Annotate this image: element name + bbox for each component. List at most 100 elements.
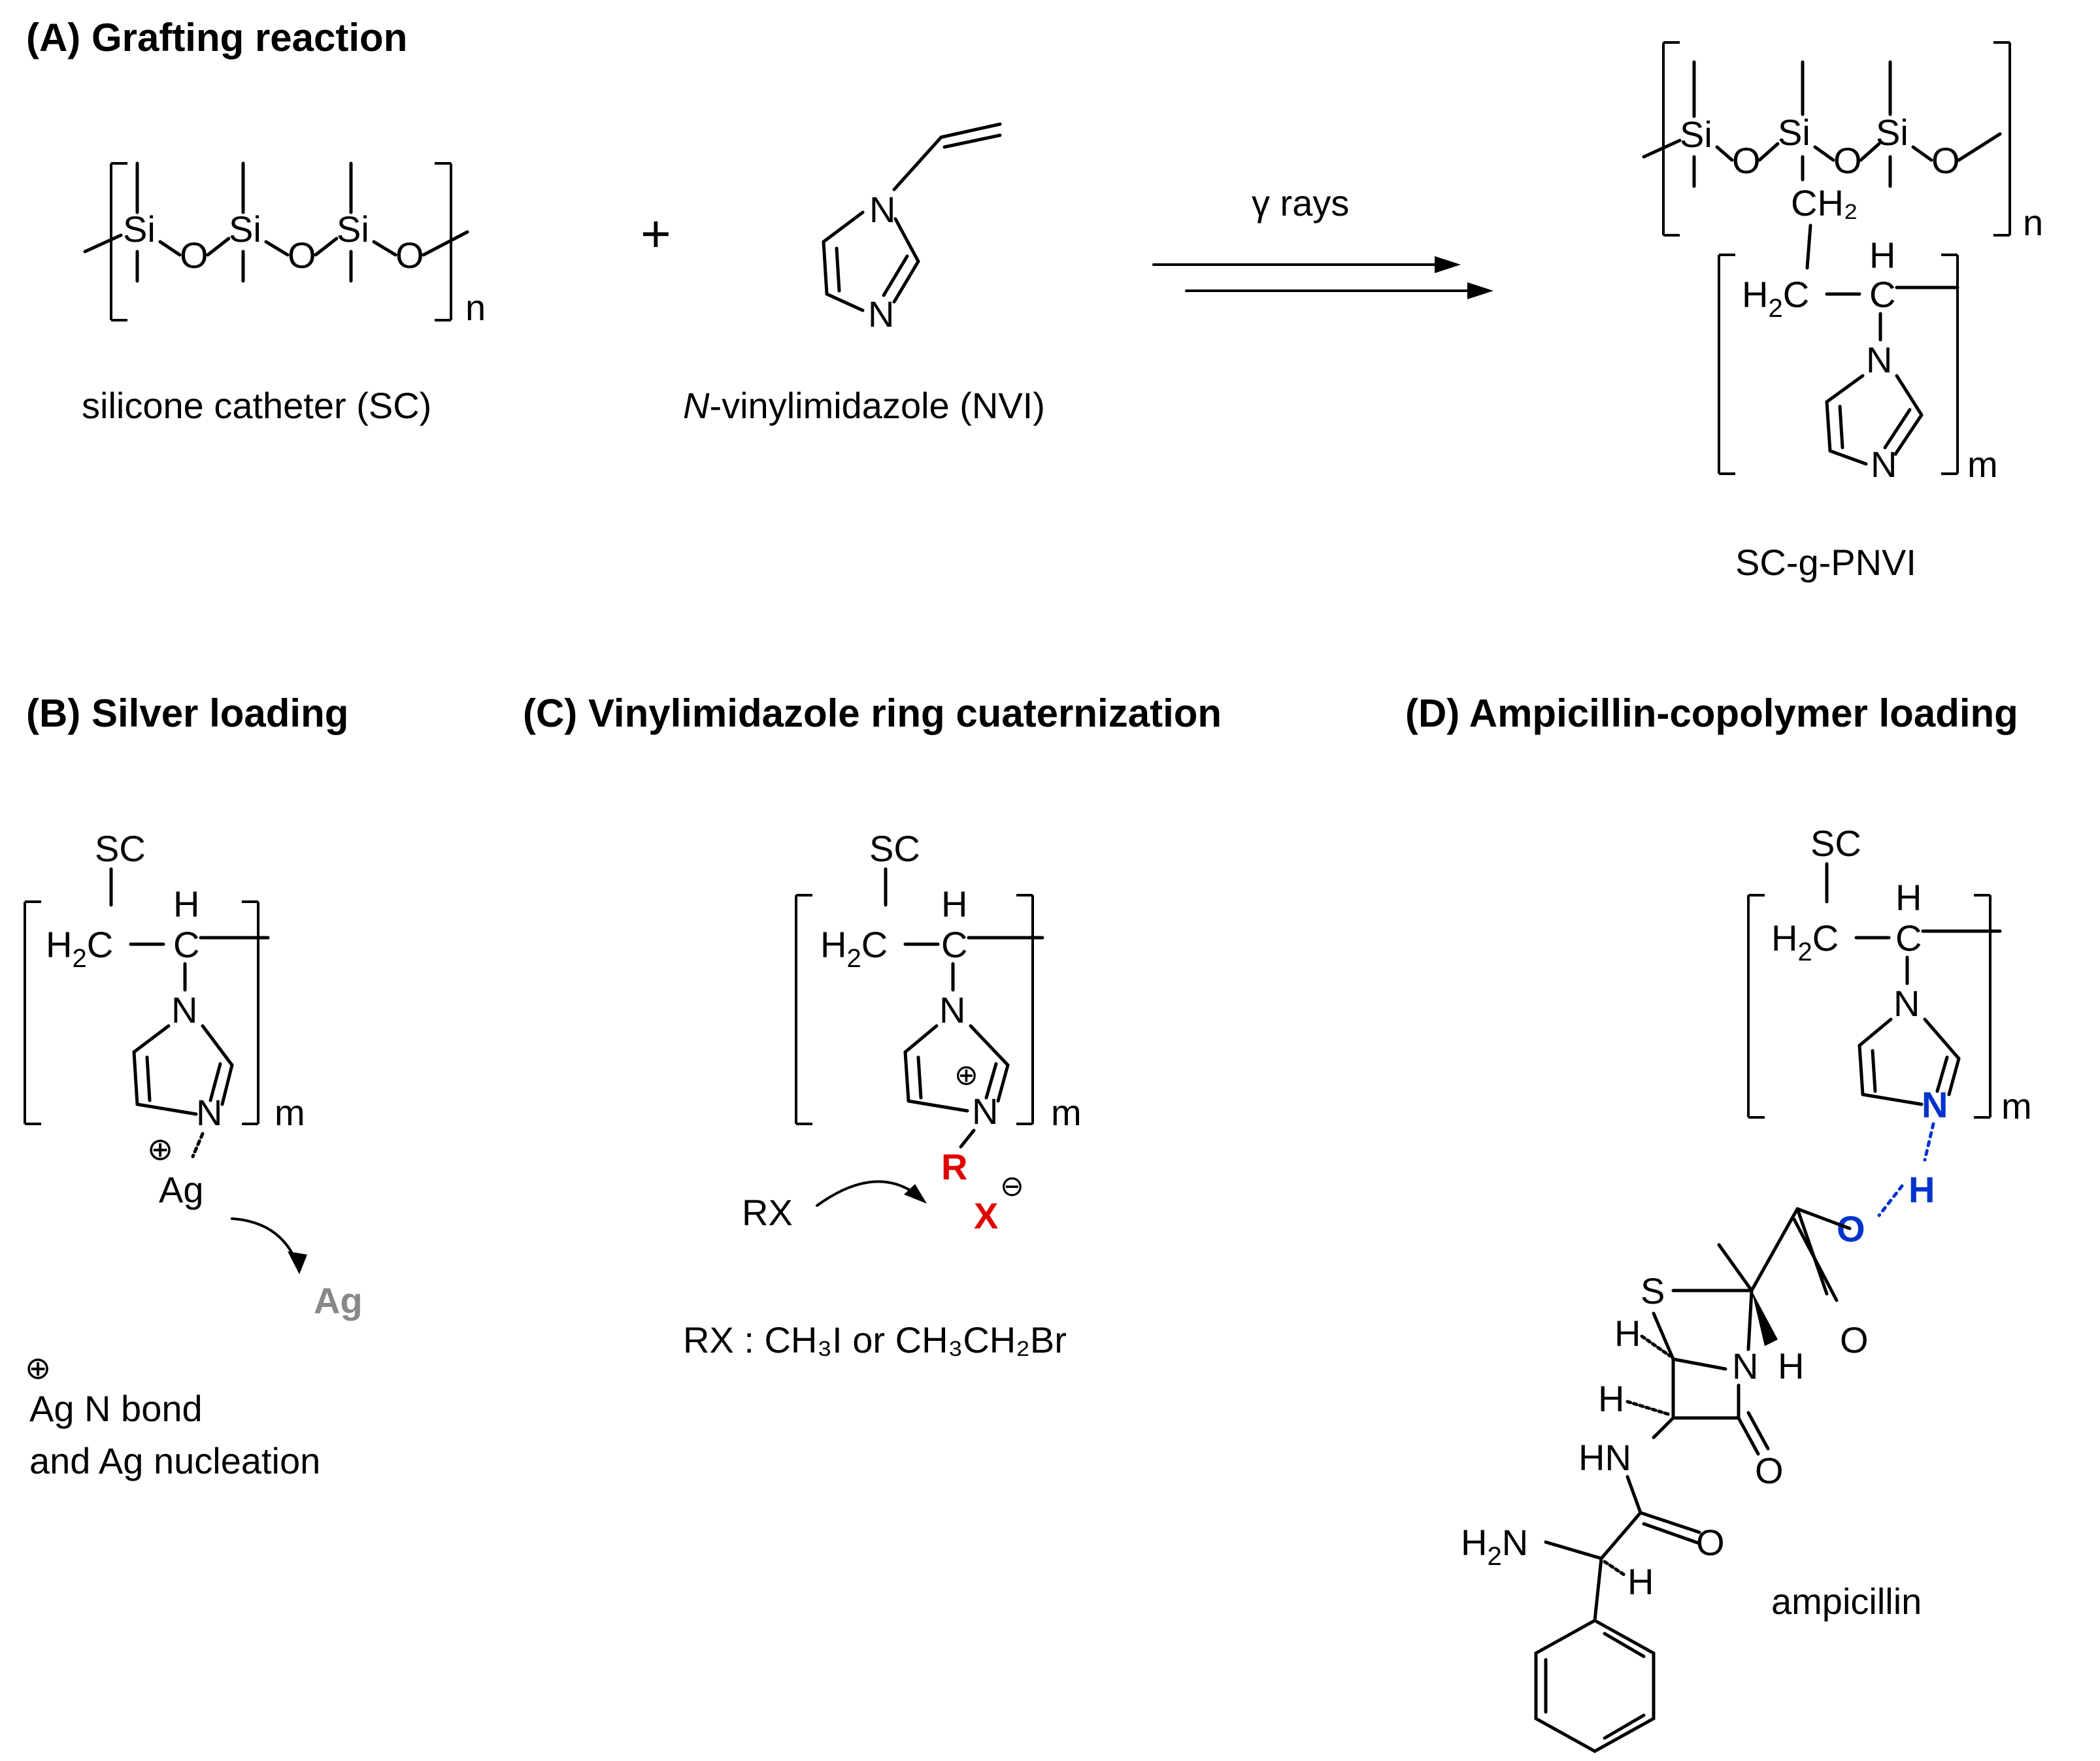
panel-b-heading: (B) Silver loading: [26, 691, 348, 735]
b-ch-c: C: [173, 924, 199, 965]
product-label: SC-g-PNVI: [1735, 542, 1916, 583]
d-h2c-2: 2: [1797, 938, 1812, 966]
b-h2c-c: C: [87, 924, 113, 965]
product-o-3: O: [1931, 140, 1960, 181]
o-atom-1: O: [180, 235, 208, 276]
product-si-2: Si: [1778, 112, 1810, 153]
b-ring-n3: N: [196, 1092, 222, 1133]
d-ch-h: H: [1895, 877, 1922, 918]
b-ring-n1: N: [171, 989, 197, 1030]
panel-a-heading: (A) Grafting reaction: [26, 16, 407, 59]
d-ring-n1: N: [1893, 983, 1920, 1024]
b-sc-label: SC: [95, 828, 146, 869]
d-repeat-m: m: [2001, 1085, 2032, 1127]
product-h2c-c: C: [1783, 274, 1809, 315]
c-repeat-m: m: [1051, 1092, 1082, 1133]
d-ch-c: C: [1895, 917, 1922, 959]
c-sc-label: SC: [869, 828, 920, 869]
product-o-2: O: [1833, 140, 1862, 181]
reaction-arrow: γ rays: [1152, 182, 1493, 299]
si-atom-3: Si: [337, 208, 369, 250]
d-thiazolidine-s: S: [1641, 1270, 1665, 1311]
c-ring-n1: N: [939, 989, 965, 1030]
si-atom-2: Si: [229, 208, 261, 250]
b-repeat-m: m: [275, 1092, 305, 1133]
d-ring-n3: N: [1922, 1084, 1948, 1125]
b-note-line2: and Ag nucleation: [29, 1440, 320, 1481]
c-h2c-c: C: [861, 924, 888, 965]
d-amine-2: 2: [1487, 1542, 1501, 1571]
silicone-structure: Si O Si O Si O n: [83, 161, 486, 328]
b-h2c-h: H: [46, 924, 72, 965]
d-amine-h: H: [1461, 1522, 1487, 1563]
reactant2-label: N-vinylimidazole (NVI): [683, 385, 1045, 426]
product-h2c: H2C: [1742, 274, 1809, 323]
reactant1-label: silicone catheter (SC): [82, 385, 431, 426]
panel-c-heading: (C) Vinylimidazole ring cuaternization: [523, 691, 1222, 735]
c-group-x: X: [974, 1195, 998, 1236]
product-si-1: Si: [1680, 114, 1712, 155]
o-atom-2: O: [288, 235, 316, 276]
b-ag-ion: Ag: [159, 1169, 204, 1210]
d-amine-n: N: [1502, 1522, 1528, 1563]
d-bridge-h: H: [1778, 1345, 1804, 1387]
reactant2-rest: -vinylimidazole (NVI): [709, 385, 1044, 426]
b-h2c-2: 2: [72, 944, 86, 973]
repeat-n-product: n: [2023, 202, 2043, 243]
d-carboxyl-o2: O: [1840, 1319, 1869, 1360]
product-si-3: Si: [1876, 112, 1908, 153]
d-bridge-n: N: [1732, 1345, 1758, 1387]
d-h2c-c: C: [1812, 917, 1839, 959]
silver-structure: SC H2C H C N N m ⊕ Ag Ag ⊕: [24, 828, 363, 1386]
b-ch-h: H: [173, 883, 199, 925]
b-ag-nucleus: Ag: [314, 1280, 363, 1321]
c-group-r: R: [941, 1146, 967, 1187]
d-amide-o: O: [1696, 1522, 1725, 1563]
condition-label: γ rays: [1252, 182, 1349, 223]
c-minus-charge: ⊖: [1000, 1170, 1024, 1202]
panel-d-heading: (D) Ampicillin-copolymer loading: [1405, 691, 2018, 735]
d-hbond-h: H: [1908, 1169, 1935, 1210]
d-h2c: H2C: [1771, 917, 1839, 966]
product-ch-c: C: [1869, 274, 1895, 315]
c-plus-charge: ⊕: [954, 1059, 978, 1091]
b-plus-charge: ⊕: [147, 1132, 173, 1167]
quaternized-structure: SC H2C H C N ⊕ N m R X ⊖ RX: [742, 828, 1082, 1236]
si-atom-1: Si: [123, 208, 156, 250]
repeat-m-product: m: [1967, 444, 1998, 485]
plus-sign: +: [641, 205, 671, 263]
c-rx-note: RX : CH₃I or CH₃CH₂Br: [683, 1319, 1067, 1360]
d-h-stereo-3: H: [1627, 1561, 1654, 1602]
b-note-plus: ⊕: [25, 1351, 51, 1386]
reactant2-italic-n: N: [683, 385, 710, 426]
d-h2c-h: H: [1771, 917, 1797, 959]
c-reagent: RX: [742, 1192, 793, 1233]
product-o-1: O: [1732, 140, 1761, 181]
product-ch-h: H: [1869, 235, 1895, 276]
nvi-structure: N N: [822, 122, 1002, 335]
d-h-stereo-1: H: [1614, 1313, 1641, 1354]
c-h2c: H2C: [820, 924, 888, 973]
o-atom-3: O: [395, 235, 424, 276]
nvi-n1: N: [869, 189, 895, 230]
product-h2c-h: H: [1742, 274, 1768, 315]
product-structure: Si O Si O Si O n CH₂ H2C H C N: [1642, 41, 2043, 485]
c-h2c-2: 2: [846, 944, 861, 973]
d-sc-label: SC: [1810, 823, 1861, 864]
d-amine-h2n: H2N: [1461, 1522, 1528, 1571]
d-amide-hn: HN: [1578, 1437, 1631, 1478]
product-ring-n3: N: [1871, 444, 1897, 485]
c-ch-h: H: [941, 883, 967, 925]
b-note-line1: Ag N bond: [29, 1388, 203, 1429]
b-h2c: H2C: [46, 924, 113, 973]
c-ch-c: C: [941, 924, 967, 965]
product-h2c-2: 2: [1768, 294, 1782, 323]
d-h-stereo-2: H: [1598, 1378, 1624, 1419]
repeat-n-silicone: n: [465, 287, 486, 328]
d-drug-label: ampicillin: [1771, 1581, 1922, 1622]
nvi-n3: N: [868, 293, 894, 335]
product-ring-n1: N: [1866, 339, 1892, 380]
c-h2c-h: H: [820, 924, 846, 965]
d-lactam-o: O: [1755, 1450, 1784, 1491]
